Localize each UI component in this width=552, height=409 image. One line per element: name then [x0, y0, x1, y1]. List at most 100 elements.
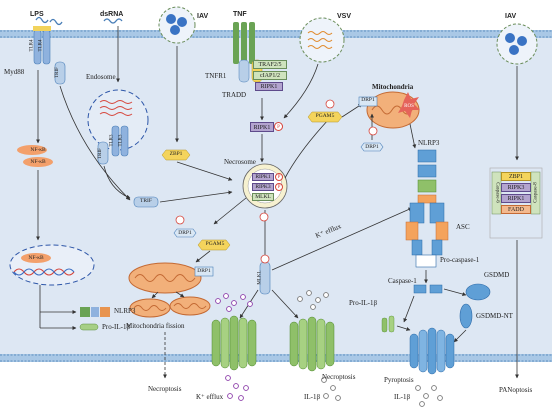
caspase6-box [491, 171, 502, 215]
drp1-mid-shape [360, 142, 384, 152]
lps-molecules [35, 16, 63, 26]
tnf-label: TNF [233, 11, 247, 18]
drp1-fission-box [194, 266, 214, 277]
nfkb-nuclear-label: NF-κB [28, 255, 44, 261]
endosome-rna [99, 100, 133, 116]
caspase1-label: Caspase-1 [388, 277, 417, 285]
trif-label-top: TRIF [54, 67, 60, 78]
panoptosome-frame [489, 167, 543, 239]
drp1-upper-box [358, 96, 378, 107]
k-ions-bottom [225, 375, 249, 401]
plasma-membrane-top [0, 30, 552, 38]
nfkb-label-2: NF-κB [30, 159, 46, 165]
pano-fadd: FADD [501, 205, 531, 214]
pano-ripk3: RIPK3 [501, 183, 531, 192]
necrosome-title: Necrosome [224, 158, 256, 166]
gsdmd-nt-label: GSDMD-NT [476, 312, 513, 320]
drp1-left-label: DRP1 [178, 230, 192, 236]
pgam5-lower-label: PGAM5 [205, 241, 225, 247]
nlrp3-gene-glyph [80, 307, 110, 317]
nlrp3-gene-label: NLRP3 [114, 307, 136, 315]
caspase8-label: Caspase-8 [533, 182, 539, 203]
myd88-label: Myd88 [4, 68, 25, 76]
mitochondria-label: Mitochondria [372, 83, 414, 91]
nlrp3-inflammasome [405, 149, 449, 268]
pano-zbp1: ZBP1 [501, 172, 531, 181]
k-ions-top [215, 293, 253, 312]
caspase8-box [530, 171, 541, 215]
pano-ripk1: RIPK1 [501, 194, 531, 203]
tlr3-receptor [111, 125, 129, 157]
vsv-virus [299, 17, 345, 63]
nfkb-label-1: NF-κB [30, 147, 46, 153]
mitochondria-upper [366, 91, 420, 129]
iav-left-label: IAV [197, 13, 209, 20]
iav-virus-right [496, 23, 538, 65]
pro-il1b-label-right: Pro-IL-1β [349, 299, 378, 307]
drp1-fission-label: DRP1 [197, 268, 211, 274]
necrosome-ripk1: RIPK1 [252, 173, 274, 181]
mitochondria-fission-graphic [128, 262, 211, 318]
tlr4-receptor [33, 26, 51, 65]
il1b-mid-label: IL-1β [304, 393, 320, 401]
ripk1-mid-phospho: P [274, 122, 283, 131]
necrosome-mlkl: MLKL [252, 193, 274, 201]
ros-label: ROS [404, 104, 414, 109]
pro-il1b-rods [381, 315, 395, 333]
trif-label-endosome: TRIF [97, 148, 103, 159]
dsrna-label: dsRNA [100, 11, 124, 18]
gsdmd-shape [465, 283, 491, 301]
vsv-label: VSV [337, 13, 352, 20]
gsdmd-label: GSDMD [484, 271, 510, 279]
nfkb-oval-1 [17, 145, 47, 155]
trif-pill-top [54, 61, 66, 85]
nucleus [9, 244, 95, 286]
endosome [87, 89, 149, 151]
necrosome-p2: P [275, 183, 283, 191]
pgam5-upper-shape [307, 111, 343, 123]
pyroptosis-label: Pyroptosis [384, 376, 414, 384]
trif-pill-center [133, 196, 159, 208]
il1b-dots-right [415, 385, 443, 407]
dna-strand-2 [13, 268, 75, 276]
iav-right-label: IAV [505, 13, 517, 20]
necrosome-p1: P [275, 173, 283, 181]
pgam5-upper-label: PGAM5 [315, 113, 335, 119]
drp1-mid-label: DRP1 [365, 144, 379, 150]
tlr3-label-2: TLR3 [118, 134, 124, 147]
il1b-dots-mid-bottom [321, 377, 341, 401]
necrosome-ripk3: RIPK3 [252, 183, 274, 191]
mito-fission-label: Mitochondria fission [126, 322, 185, 330]
panoptosis-label: PANoptosis [499, 386, 533, 394]
traf25-box: TRAF2/5 [253, 60, 287, 69]
tradd-label: TRADD [222, 91, 247, 99]
nfkb-nuclear [21, 253, 51, 263]
ripk1-mid-box: RIPK1 [250, 122, 274, 132]
plasma-membrane-bottom [0, 354, 552, 362]
phospho-badges [175, 99, 378, 264]
mlkl-pore-left [211, 315, 257, 371]
il1b-dots-mid-top [297, 290, 329, 310]
endosome-label: Endosome [86, 73, 116, 81]
nfkb-oval-2 [23, 157, 53, 167]
mlkl-pore-mid [289, 316, 335, 372]
trif-label-center: TRIF [140, 198, 152, 204]
gsdmd-nt-shape [459, 303, 473, 329]
tlr4-label-2: TLR4 [38, 39, 44, 52]
nlrp3-label: NLRP3 [418, 139, 440, 147]
lps-label: LPS [30, 11, 44, 18]
necroptosis-mid-label: Necroptosis [322, 373, 356, 381]
caspase1-subunit-2 [429, 284, 443, 294]
asc-label: ASC [456, 223, 470, 231]
tnfr1-label: TNFR1 [205, 72, 227, 80]
tlr3-label-1: TLR3 [109, 134, 115, 147]
mlkl-pill-label: MLKL [257, 270, 263, 285]
pro-caspase1-label: Pro-caspase-1 [440, 256, 480, 264]
drp1-upper-label: DRP1 [361, 97, 375, 103]
caspase6-label: Caspase-6 [494, 182, 500, 203]
trif-pill-endosome [97, 141, 109, 165]
il1b-right-label: IL-1β [394, 393, 410, 401]
necroptosis-left-label: Necroptosis [148, 385, 182, 393]
dsrna-molecule [103, 18, 123, 24]
